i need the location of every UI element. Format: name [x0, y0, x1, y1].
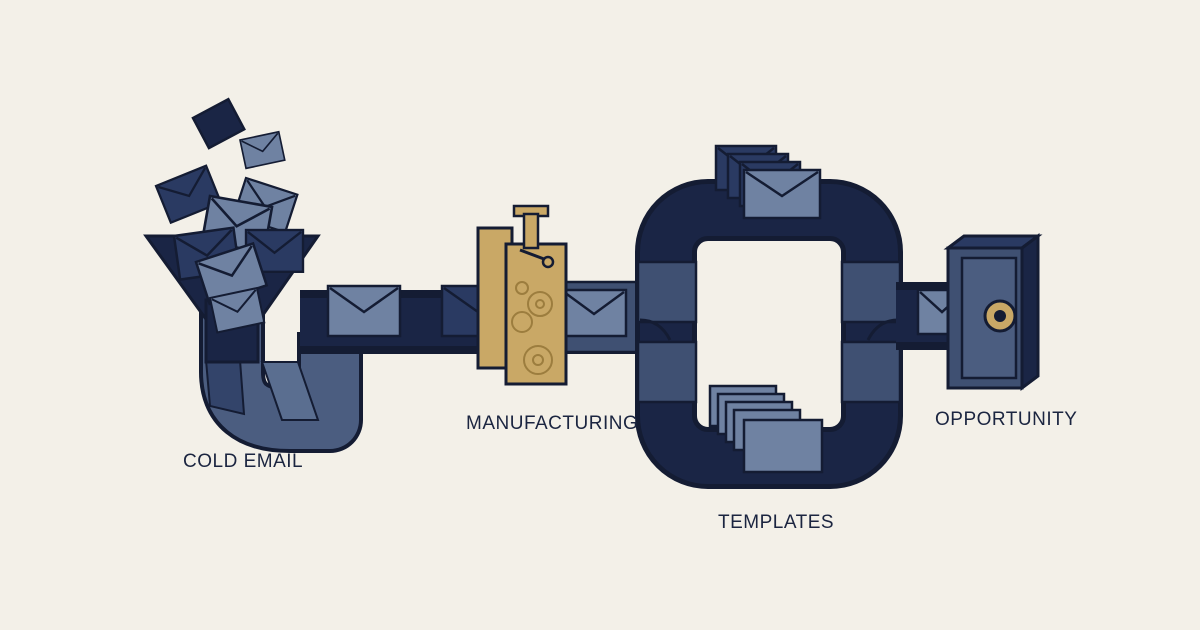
falling-envelopes [154, 97, 305, 334]
cold-email-label: COLD EMAIL [183, 451, 304, 472]
template-stack [708, 384, 824, 474]
manufacturing-label: MANUFACTURING [466, 413, 639, 434]
opportunity-label: OPPORTUNITY [935, 409, 1078, 430]
gear-icon [511, 281, 553, 375]
envelope-icon [560, 288, 628, 338]
envelope-stack-top [714, 144, 822, 220]
press-machine-icon [476, 204, 568, 386]
safe-icon [943, 233, 1043, 391]
templates-label: TEMPLATES [718, 512, 835, 533]
envelope-icon [326, 284, 402, 338]
input-pipe [199, 300, 363, 453]
